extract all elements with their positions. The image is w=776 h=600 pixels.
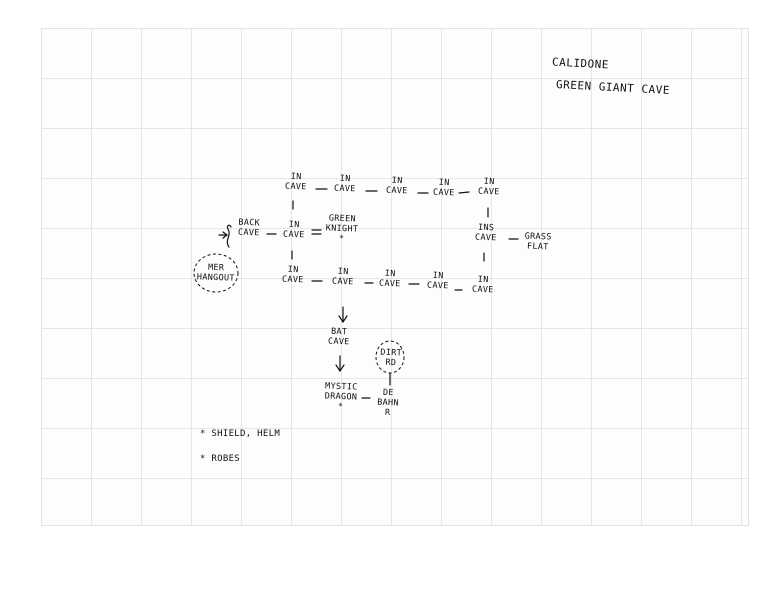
node-dirt-rd: DIRT RD [380,347,403,369]
node-bot-2: IN CAVE [331,266,354,288]
node-green-knight: GREEN KNIGHT * [325,213,359,245]
node-mid-left: IN CAVE [282,219,305,241]
node-top-4: IN CAVE [432,177,455,199]
node-top-1: IN CAVE [284,171,307,193]
node-top-3: IN CAVE [385,175,408,197]
node-right-ins: INS CAVE [474,222,497,244]
node-bot-3: IN CAVE [378,268,401,290]
node-bot-5: IN CAVE [471,274,494,296]
node-bat-cave: BAT CAVE [327,326,350,348]
node-mer-hangout: MER HANGOUT [196,262,235,284]
legend-robes: * ROBES [200,454,241,464]
grid-paper [41,28,749,526]
node-top-5: IN CAVE [477,176,500,198]
node-de-bahn: DE BAHN R [376,387,400,419]
node-bot-1: IN CAVE [281,264,304,286]
node-top-2: IN CAVE [333,173,356,195]
node-mystic-dragon: MYSTIC DRAGON * [324,381,358,413]
node-back-cave: BACK CAVE [237,217,261,239]
legend-shield-helm: * SHIELD, HELM [200,429,281,439]
node-bot-4: IN CAVE [426,270,449,292]
node-grass-flat: GRASS FLAT [524,231,552,253]
